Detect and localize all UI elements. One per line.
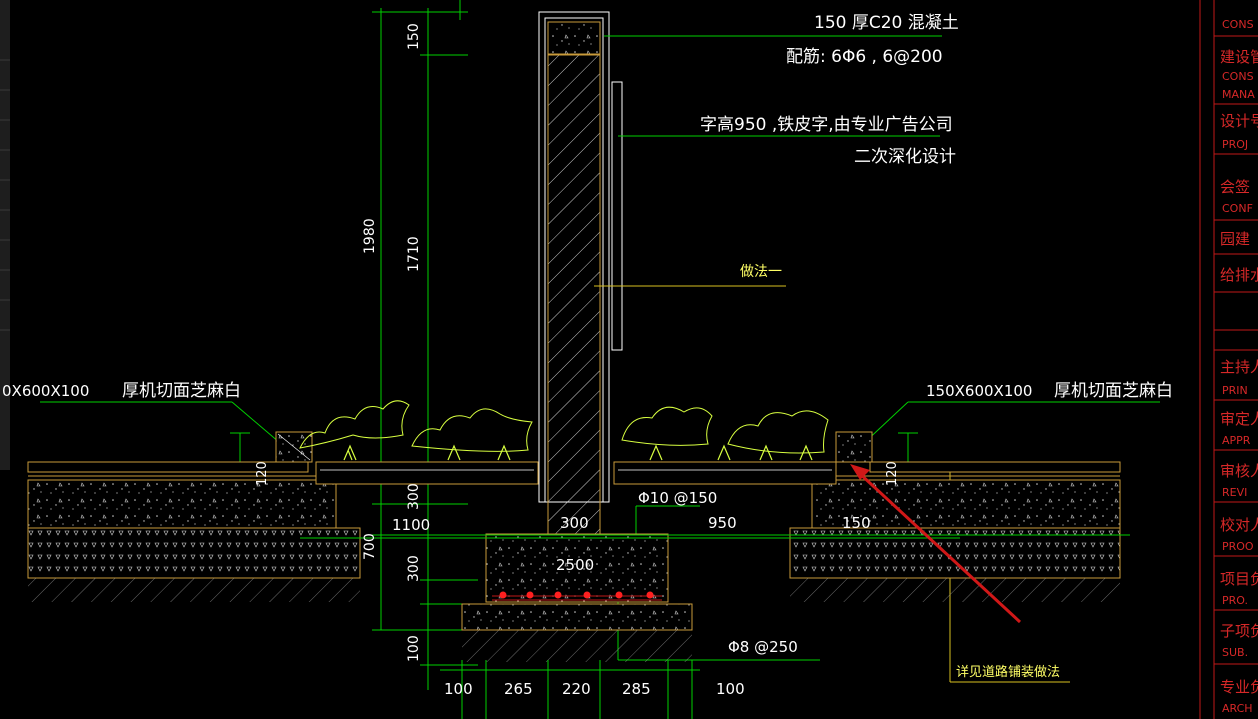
rebar-dots: [499, 591, 654, 599]
left-stone-name: 厚机切面芝麻白: [122, 381, 241, 401]
dim-1980: 1980: [362, 218, 378, 254]
plants: [299, 400, 829, 461]
tb-cn-1: 建设管: [1220, 48, 1258, 66]
rebar-bottom-label: Φ8 @250: [728, 638, 798, 656]
dim-1100: 1100: [392, 516, 430, 534]
concrete-cap-label: 150 厚C20 混凝土: [814, 13, 959, 33]
tb-en-0: CONS: [1222, 18, 1254, 31]
dim-300b: 300: [406, 555, 422, 582]
dim-b-100a: 100: [444, 680, 473, 698]
tb-en-1: CONS: [1222, 70, 1254, 83]
dim-300h: 300: [560, 514, 589, 532]
tb-cn-3: 设计号: [1220, 112, 1258, 130]
tb-en-13: ARCH: [1222, 702, 1253, 715]
title-block: CONS 建设管 CONS MANA 设计号 PROJ 会签 CONF 园建 给…: [1220, 18, 1258, 715]
tb-cn-13: 专业负: [1220, 678, 1258, 696]
tb-cn-9: 审核人: [1220, 462, 1258, 480]
bottom-dimensions: [300, 534, 1130, 719]
tb-en-3: PROJ: [1222, 138, 1248, 151]
dim-150h: 150: [842, 514, 871, 532]
right-stone-name: 厚机切面芝麻白: [1054, 381, 1173, 401]
side-strip: [0, 0, 10, 470]
tb-cn-5: 园建: [1220, 230, 1250, 248]
tb-en-12: SUB.: [1222, 646, 1248, 659]
tb-en-9: REVI: [1222, 486, 1247, 499]
method-label: 做法一: [740, 264, 782, 280]
reinforcement-label: 配筋: 6Φ6 , 6@200: [786, 47, 943, 67]
dim-120-left: 120: [255, 461, 270, 486]
left-paving: [27, 431, 361, 602]
dim-150: 150: [406, 23, 422, 50]
rebar-top-label: Φ10 @150: [638, 489, 717, 507]
dim-1710: 1710: [406, 236, 422, 272]
tb-cn-7: 主持人: [1220, 358, 1258, 376]
dim-b-285: 285: [622, 680, 651, 698]
tb-cn-11: 项目负: [1220, 570, 1258, 588]
tb-cn-4: 会签: [1220, 178, 1250, 196]
right-stone-size: 150X600X100: [926, 382, 1032, 400]
dim-b-265: 265: [504, 680, 533, 698]
planter-soil: [315, 461, 837, 485]
column[interactable]: [538, 11, 623, 536]
tb-cn-10: 校对人: [1220, 516, 1258, 534]
left-stone-size: 0X600X100: [2, 382, 89, 400]
dim-950: 950: [708, 514, 737, 532]
dim-300: 300: [406, 483, 422, 510]
letter-height-label: 字高950 ,铁皮字,由专业广告公司: [700, 115, 953, 135]
tb-en-7: PRIN: [1222, 384, 1248, 397]
right-paving: [789, 431, 1121, 602]
dim-100: 100: [406, 635, 422, 662]
secondary-design-label: 二次深化设计: [854, 147, 956, 167]
road-paving-label: 详见道路铺装做法: [956, 664, 1060, 680]
dim-b-220: 220: [562, 680, 591, 698]
tb-cn-12: 子项负: [1220, 622, 1258, 640]
dim-120-right: 120: [885, 461, 900, 486]
tb-cn-8: 审定人: [1220, 410, 1258, 428]
dim-700: 700: [362, 533, 378, 560]
pointer-arrow: [850, 464, 1022, 624]
dim-2500: 2500: [556, 556, 594, 574]
title-block-frame: [1199, 0, 1258, 719]
footing[interactable]: [461, 533, 693, 662]
tb-en-2: MANA: [1222, 88, 1255, 101]
tb-cn-6: 给排水: [1220, 266, 1258, 284]
tb-en-8: APPR: [1222, 434, 1251, 447]
tb-en-11: PRO.: [1222, 594, 1248, 607]
dim-b-100b: 100: [716, 680, 745, 698]
tb-en-4: CONF: [1222, 202, 1253, 215]
tb-en-10: PROO: [1222, 540, 1254, 553]
